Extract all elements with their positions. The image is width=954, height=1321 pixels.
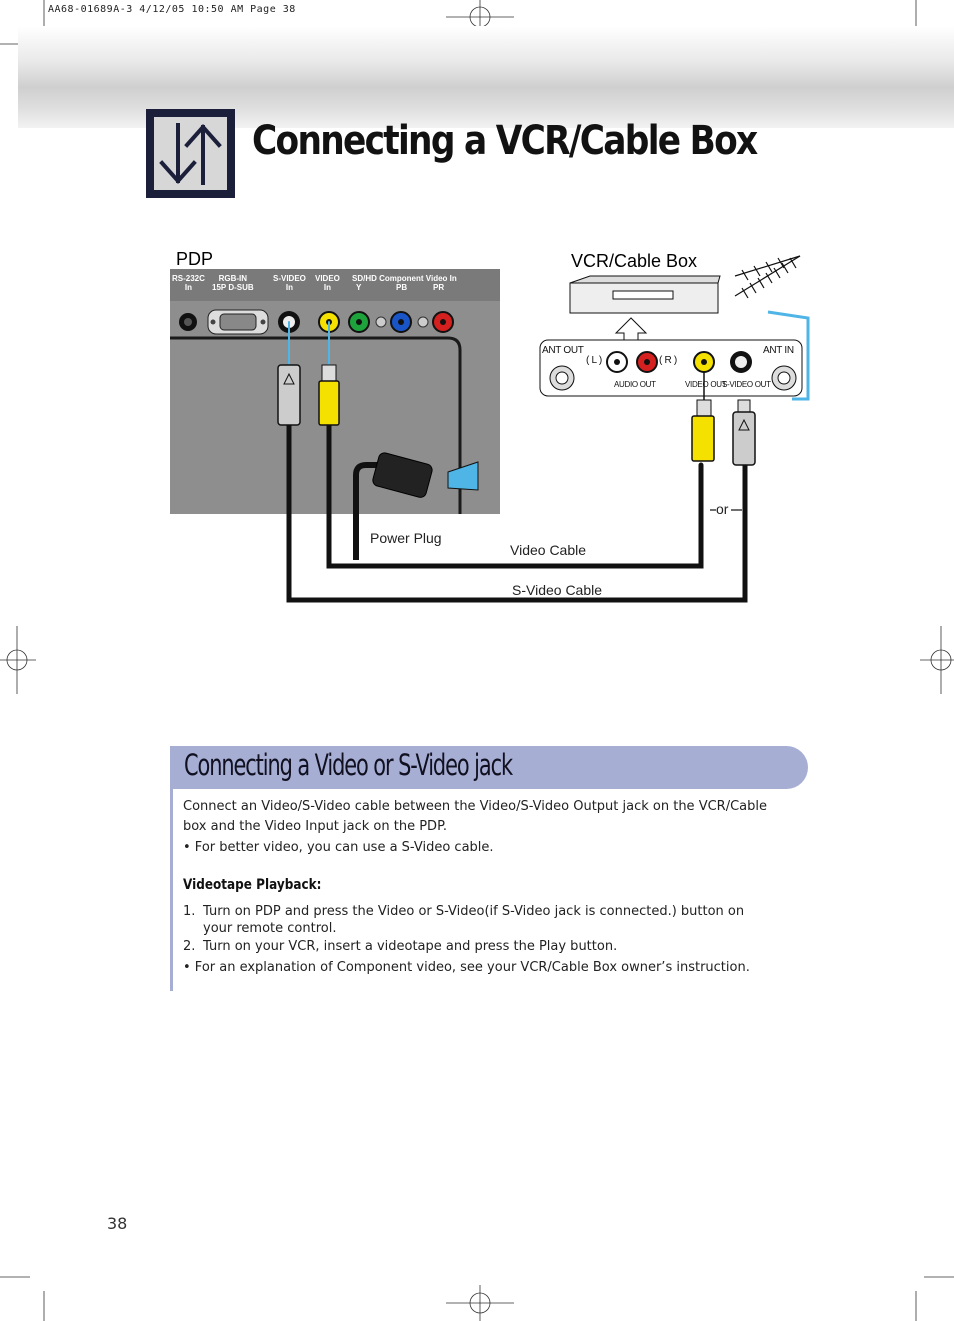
step-1: 1.Turn on PDP and press the Video or S-V… bbox=[183, 904, 745, 936]
component-pr-label: PR bbox=[433, 283, 445, 292]
s-video-tip: • For better video, you can use a S-Vide… bbox=[183, 840, 494, 855]
s-video-cable-label: S-Video Cable bbox=[512, 582, 603, 598]
right-channel-label: ( R ) bbox=[659, 355, 677, 366]
pdp-video-plug bbox=[318, 364, 340, 426]
video-out-label: VIDEO OUT bbox=[685, 380, 727, 389]
ant-out-label: ANT OUT bbox=[542, 345, 584, 356]
vcr-cable-box-label: VCR/Cable Box bbox=[571, 251, 698, 271]
print-slug: AA68-01689A-3 4/12/05 10:50 AM Page 38 bbox=[48, 4, 296, 15]
pdp-jacks bbox=[179, 309, 454, 335]
vcr-box bbox=[569, 275, 721, 314]
connection-diagram bbox=[170, 255, 810, 603]
pdp-s-video-plug bbox=[277, 364, 301, 426]
antenna-icon bbox=[734, 255, 801, 299]
section-header-bar bbox=[170, 746, 808, 789]
s-video-out-label: S-VIDEO OUT bbox=[722, 380, 771, 389]
video-cable-label: Video Cable bbox=[510, 542, 587, 558]
vcr-s-video-plug bbox=[732, 399, 756, 466]
page-title: Connecting a VCR/Cable Box bbox=[252, 118, 758, 164]
power-plug bbox=[353, 452, 479, 560]
power-plug-label: Power Plug bbox=[370, 530, 442, 546]
or-label: or bbox=[716, 501, 729, 517]
ant-in-label: ANT IN bbox=[763, 345, 794, 356]
component-video-note: • For an explanation of Component video,… bbox=[183, 960, 750, 975]
pdp-label: PDP bbox=[176, 249, 214, 269]
component-y-label: Y bbox=[356, 283, 362, 292]
connection-arrows-icon bbox=[146, 109, 235, 198]
step-2: 2.Turn on your VCR, insert a videotape a… bbox=[183, 939, 618, 954]
videotape-playback-heading: Videotape Playback: bbox=[183, 877, 322, 893]
section-rule bbox=[170, 789, 173, 991]
instruction-paragraph: Connect an Video/S-Video cable between t… bbox=[183, 799, 767, 834]
component-pb-label: PB bbox=[396, 283, 408, 292]
page-number: 38 bbox=[107, 1214, 128, 1233]
section-title: Connecting a Video or S-Video jack bbox=[184, 748, 513, 782]
left-channel-label: ( L ) bbox=[586, 355, 602, 366]
audio-out-label: AUDIO OUT bbox=[614, 380, 656, 389]
vcr-video-plug bbox=[691, 399, 715, 462]
component-video-in-label: SD/HD Component Video In bbox=[352, 274, 457, 283]
